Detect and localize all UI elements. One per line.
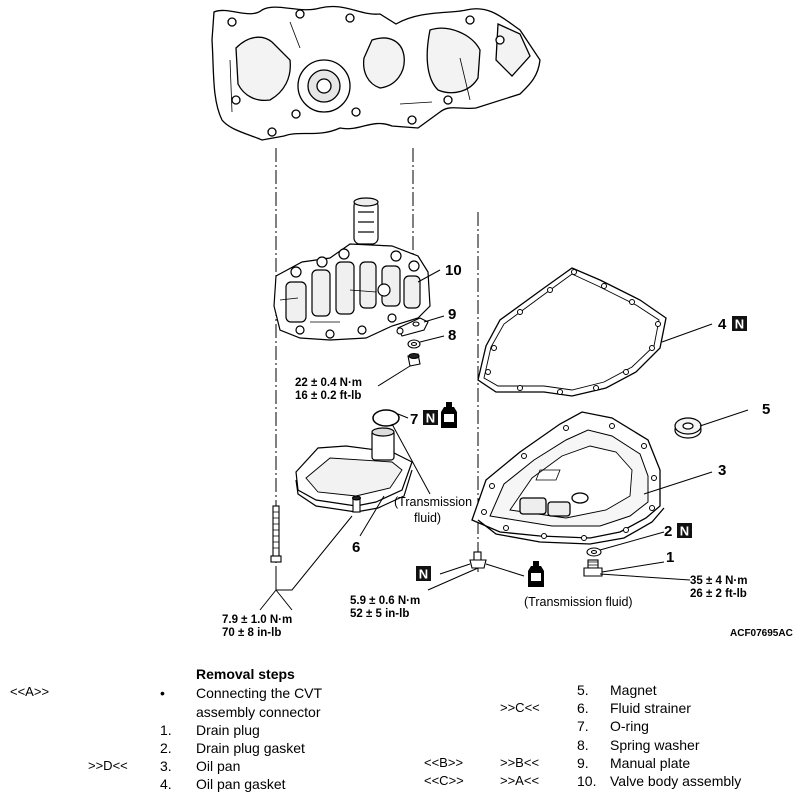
step-number: 8. — [577, 737, 589, 753]
step-text: Drain plug — [196, 722, 260, 738]
new-part-icon: N — [416, 566, 431, 582]
figure-id: ACF07695AC — [730, 628, 793, 639]
torque-strainer-metric: 7.9 ± 1.0 N·m — [222, 614, 292, 626]
fluid-bottle-icon — [528, 561, 544, 587]
fluid-note-left-line2: fluid) — [414, 511, 441, 525]
svg-text:N: N — [735, 317, 744, 332]
step-text: Magnet — [610, 682, 657, 698]
removal-steps-title: Removal steps — [196, 666, 295, 682]
new-part-icon: N — [423, 410, 438, 426]
step-ref-secondary: >>A<< — [500, 773, 540, 788]
manual-plate — [396, 317, 429, 337]
magnet — [674, 417, 702, 439]
step-ref-secondary: >>B<< — [500, 755, 540, 770]
step-number: 10. — [577, 773, 597, 789]
torque-oil-pan-metric: 5.9 ± 0.6 N·m — [350, 595, 420, 607]
oil-pan-flange-holes — [481, 423, 657, 541]
step-text: Drain plug gasket — [196, 740, 305, 756]
new-part-icon: N — [732, 316, 747, 332]
oil-pan-gasket-inner-edge — [483, 273, 660, 391]
step-text: Spring washer — [610, 737, 700, 753]
exploded-view-diagram: N N N N 10 9 8 4 7 5 3 6 2 1 22 ± 0.4 N·… — [211, 5, 793, 639]
callout-4: 4 — [718, 316, 727, 333]
callout-10: 10 — [445, 262, 462, 279]
oil-pan-gasket — [477, 267, 667, 397]
torque-strainer-imperial: 70 ± 8 in-lb — [222, 627, 281, 639]
step-number: 6. — [577, 700, 589, 716]
callout-7: 7 — [410, 411, 418, 428]
leader-7 — [397, 413, 409, 419]
step-text: Oil pan gasket — [196, 776, 286, 792]
torque-drain-plug-imperial: 26 ± 2 ft-lb — [690, 588, 747, 600]
spring-washer — [407, 339, 421, 349]
fluid-bottle-icon — [441, 402, 457, 428]
leader-torque-valve-body — [377, 365, 411, 387]
drain-plug-gasket — [586, 547, 602, 557]
step-ref-primary: <<A>> — [10, 684, 50, 699]
gasket-bolt-holes — [485, 269, 661, 395]
torque-valve-body-metric: 22 ± 0.4 N·m — [295, 377, 362, 389]
step-number: 4. — [160, 776, 172, 792]
torque-oil-pan-imperial: 52 ± 5 in-lb — [350, 608, 409, 620]
callout-3: 3 — [718, 462, 726, 479]
step-ref-secondary: >>D<< — [88, 758, 128, 773]
leader-4 — [661, 323, 713, 343]
fluid-strainer — [295, 427, 413, 513]
leader-fluid-left — [391, 423, 431, 495]
leader-6 — [359, 495, 385, 537]
leader-torque-strainer — [259, 515, 353, 611]
step-text: assembly connector — [196, 704, 321, 720]
step-number: 1. — [160, 722, 172, 738]
strainer-bolt-long — [270, 505, 282, 563]
svg-text:N: N — [680, 524, 689, 539]
oil-pan-bolt — [469, 551, 487, 569]
torque-valve-body-imperial: 16 ± 0.2 ft-lb — [295, 390, 361, 402]
step-number: 5. — [577, 682, 589, 698]
step-text: Connecting the CVT — [196, 685, 323, 701]
leader-9 — [423, 315, 445, 323]
callout-labels: 10 9 8 4 7 5 3 6 2 1 — [352, 262, 770, 566]
leader-1 — [601, 561, 665, 573]
callout-5: 5 — [762, 401, 770, 418]
drain-plug — [583, 559, 603, 577]
leader-8 — [419, 335, 445, 343]
svg-text:N: N — [419, 567, 428, 582]
callout-2: 2 — [664, 523, 672, 540]
step-text: Valve body assembly — [610, 773, 742, 789]
callout-8: 8 — [448, 327, 456, 344]
fluid-note-right: (Transmission fluid) — [524, 595, 633, 609]
valve-body-bolt — [407, 352, 421, 367]
step-text: Oil pan — [196, 758, 241, 774]
transmission-case — [211, 5, 541, 141]
step-bullet: • — [160, 685, 165, 701]
torque-labels: 22 ± 0.4 N·m 16 ± 0.2 ft-lb 7.9 ± 1.0 N·… — [222, 377, 747, 639]
step-number: 9. — [577, 755, 589, 771]
step-ref-primary: <<C>> — [424, 773, 464, 788]
step-number: 3. — [160, 758, 172, 774]
step-text: Fluid strainer — [610, 700, 691, 716]
leader-oil-pan-bolt — [427, 563, 525, 591]
step-number: 2. — [160, 740, 172, 756]
leader-5 — [699, 409, 749, 427]
leader-3 — [643, 471, 713, 495]
o-ring — [372, 409, 400, 427]
fluid-note-left-line1: (Transmission — [394, 495, 472, 509]
step-number: 7. — [577, 718, 589, 734]
callout-9: 9 — [448, 306, 456, 323]
new-part-icon: N — [677, 523, 692, 539]
svg-text:N: N — [426, 411, 435, 426]
step-text: Manual plate — [610, 755, 691, 771]
torque-drain-plug-metric: 35 ± 4 N·m — [690, 575, 747, 587]
leader-torque-drain-plug — [599, 573, 691, 581]
step-text: O-ring — [610, 718, 649, 734]
callout-6: 6 — [352, 539, 360, 556]
valve-body-assembly — [273, 197, 431, 341]
oil-pan — [471, 411, 665, 545]
leader-2 — [599, 531, 665, 551]
step-ref-secondary: >>C<< — [500, 700, 540, 715]
leader-10 — [417, 269, 441, 283]
callout-1: 1 — [666, 549, 674, 566]
strainer-bolt-short — [351, 495, 362, 513]
step-ref-primary: <<B>> — [424, 755, 464, 770]
